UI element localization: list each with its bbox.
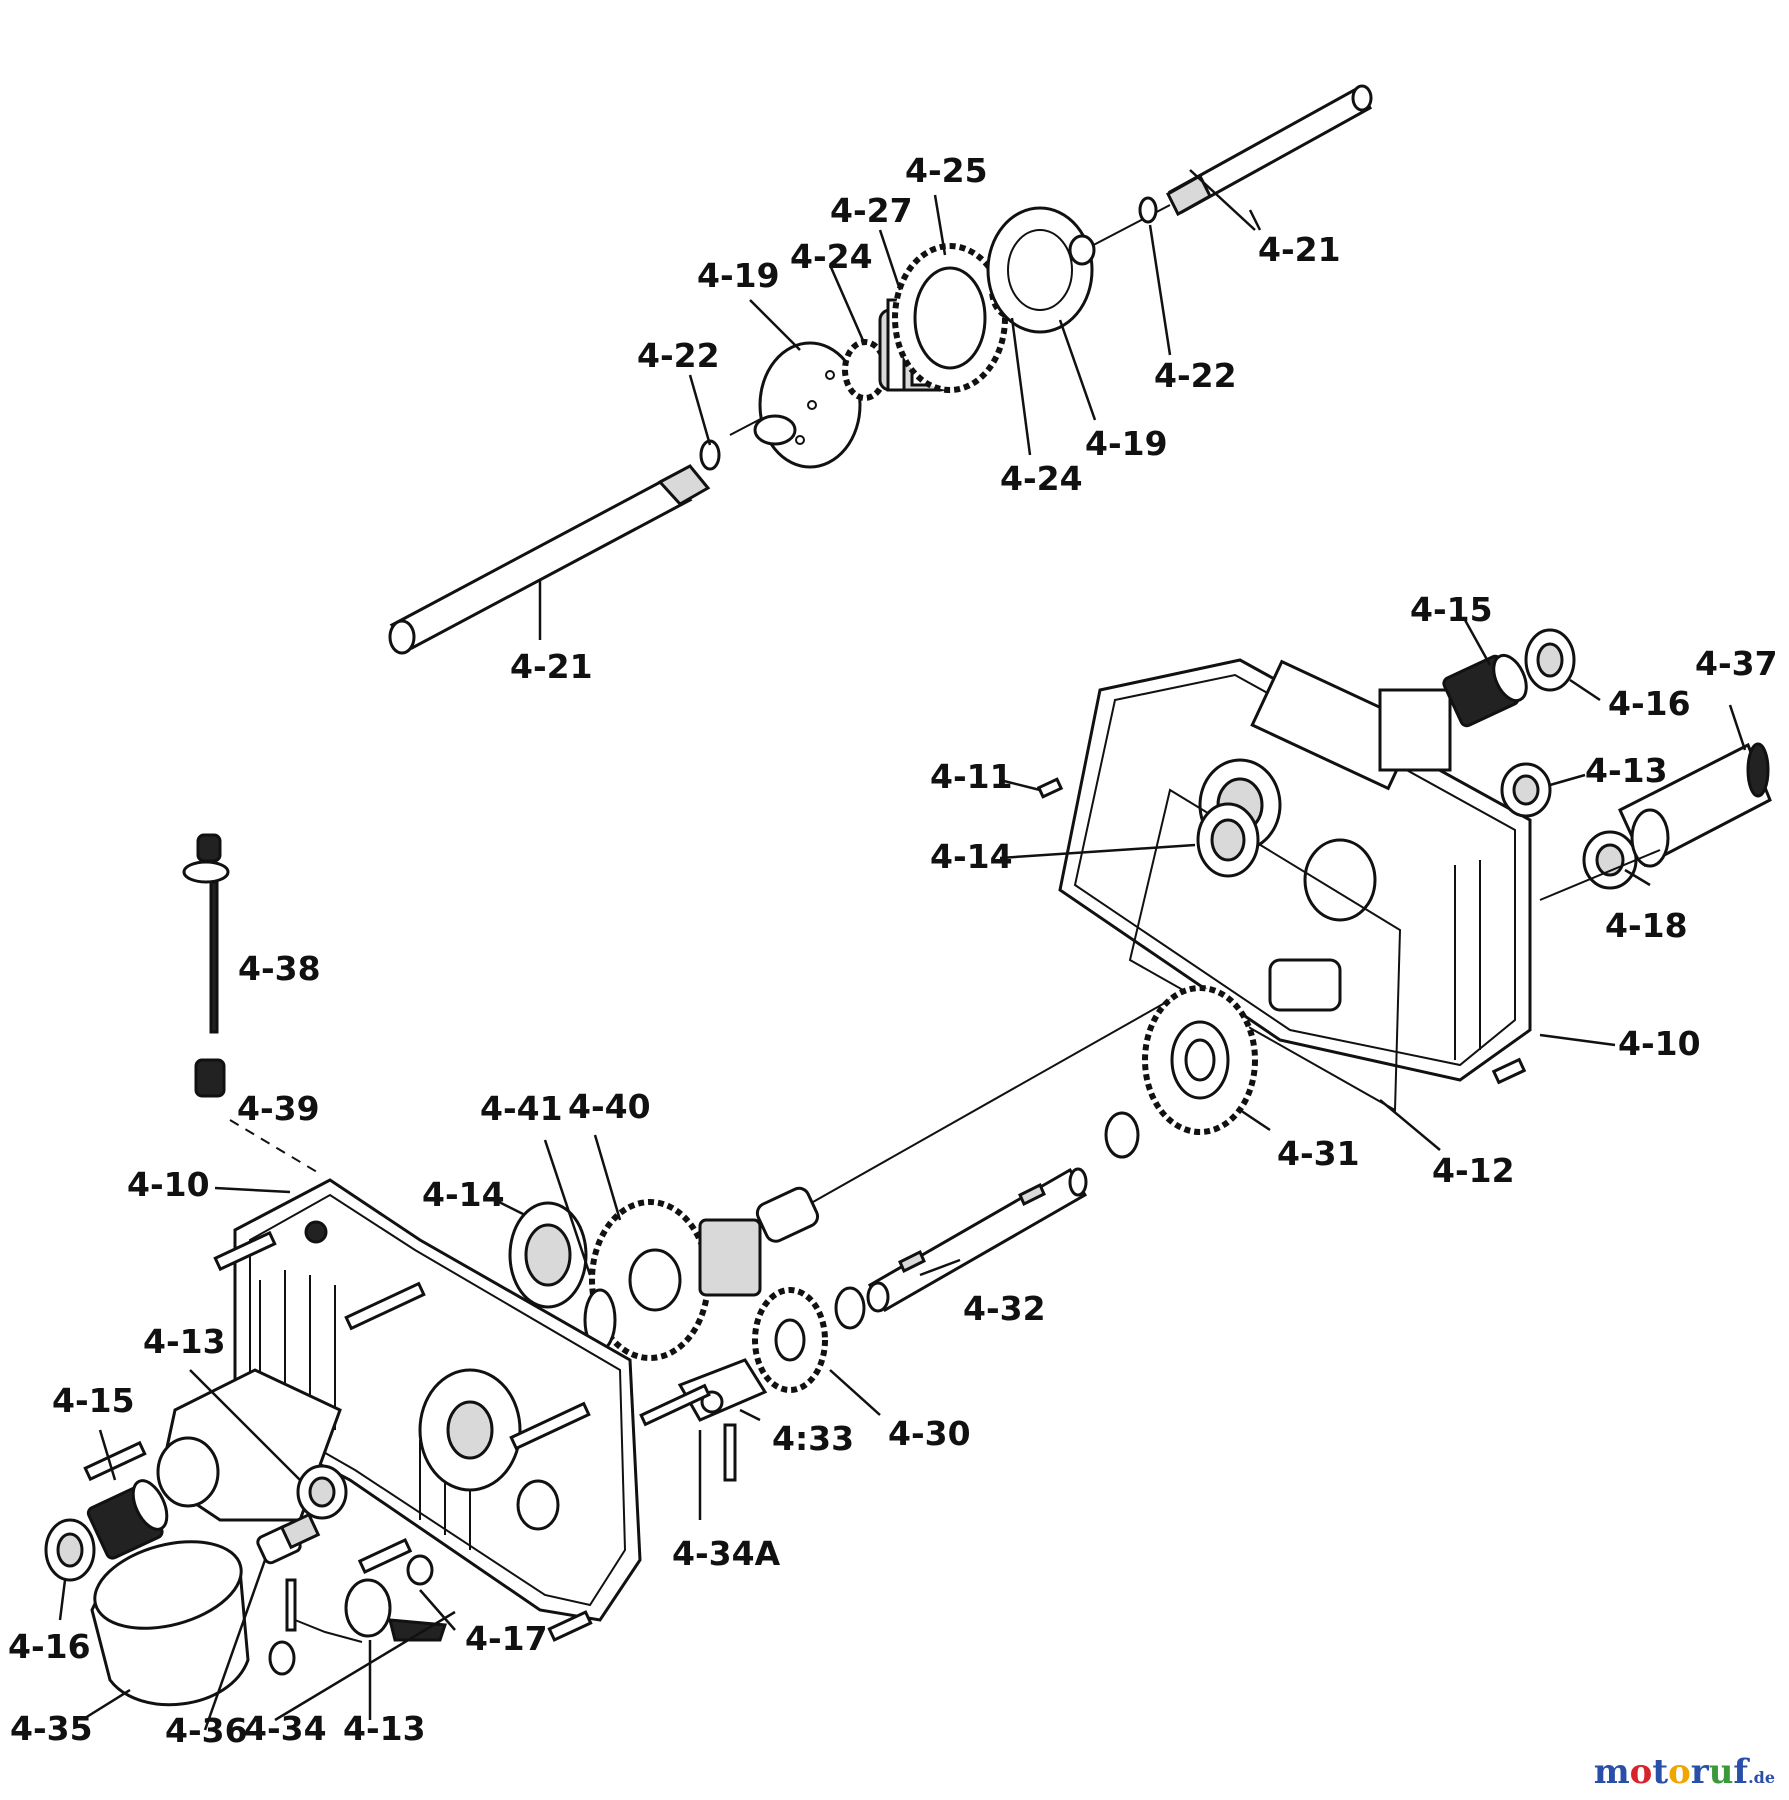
label-4-36: 4-36: [165, 1711, 248, 1750]
label-4-16: 4-16: [8, 1627, 91, 1666]
part-labels: 4-25 4-27 4-24 4-19 4-22 4-21 4-22 4-19 …: [8, 151, 1778, 1750]
case-boss-left: [156, 1368, 342, 1522]
label-4-15: 4-15: [1410, 590, 1493, 629]
dipstick-4-38: [182, 833, 230, 1034]
bearing-4-13-left: [296, 1464, 348, 1520]
case-half-left: [233, 1178, 642, 1622]
seal-right: [1196, 802, 1260, 878]
label-4-22: 4-22: [637, 336, 720, 375]
label-4-21: 4-21: [510, 647, 593, 686]
watermark-suffix: .de: [1748, 1768, 1775, 1787]
label-4-10: 4-10: [1618, 1024, 1701, 1063]
snap-ring-4-30: [834, 1286, 866, 1330]
label-4-19: 4-19: [1085, 424, 1168, 463]
seal-upper-right: [1524, 628, 1576, 692]
bearing-4-18: [1582, 830, 1638, 890]
label-4-24: 4-24: [790, 237, 873, 276]
label-4-41: 4-41: [480, 1089, 563, 1128]
seal-4-14-left: [508, 1201, 588, 1309]
label-4-30: 4-30: [888, 1414, 971, 1453]
label-4-12: 4-12: [1432, 1151, 1515, 1190]
watermark-letter: o: [1629, 1752, 1653, 1792]
bull-gear-4-40: [589, 1186, 820, 1361]
label-4-40: 4-40: [568, 1087, 651, 1126]
label-4-14: 4-14: [930, 837, 1013, 876]
label-4-32: 4-32: [963, 1289, 1046, 1328]
detent-assembly: [268, 1554, 448, 1676]
leader-lines: [58, 169, 1747, 1731]
shift-fork-4-33: [677, 1358, 768, 1482]
label-4-13: 4-13: [1585, 751, 1668, 790]
gear-4-30: [752, 1287, 828, 1393]
snap-ring-right: [1138, 196, 1158, 224]
sleeve-4-37: [1618, 742, 1772, 868]
shift-rod-4-34A: [639, 1383, 711, 1427]
plug-4-39: [194, 1058, 226, 1098]
label-4-24: 4-24: [1000, 459, 1083, 498]
watermark-letter: f: [1733, 1752, 1749, 1792]
bearing-upper-right: [1442, 653, 1528, 728]
label-4-13: 4-13: [143, 1322, 226, 1361]
gear-4-31: [1142, 985, 1258, 1135]
watermark-letter: r: [1690, 1752, 1709, 1792]
label-4-13: 4-13: [343, 1709, 426, 1748]
label-4-14: 4-14: [422, 1175, 505, 1214]
seal-4-16-left: [44, 1518, 96, 1582]
bearing-4-15-left: [86, 1479, 169, 1560]
oil-filter-4-35: [90, 1540, 250, 1707]
label-4-22: 4-22: [1154, 356, 1237, 395]
label-4-37: 4-37: [1695, 644, 1778, 683]
label-4-21: 4-21: [1258, 230, 1341, 269]
diff-housing-right: [986, 206, 1096, 334]
gasket: [1128, 788, 1402, 1112]
label-4-35: 4-35: [10, 1709, 93, 1748]
upper-axle-assembly: [388, 84, 1373, 655]
watermark-letter: m: [1593, 1752, 1630, 1792]
label-4-11: 4-11: [930, 757, 1013, 796]
watermark-letter: u: [1708, 1752, 1734, 1792]
axle-shaft-left: [388, 464, 711, 655]
label-4-33: 4:33: [772, 1419, 854, 1458]
label-4-34: 4-34: [244, 1709, 327, 1748]
snap-ring-left: [699, 439, 721, 471]
label-4-18: 4-18: [1605, 906, 1688, 945]
label-4-17: 4-17: [465, 1619, 548, 1658]
label-4-19: 4-19: [697, 256, 780, 295]
label-4-15: 4-15: [52, 1381, 135, 1420]
axle-shaft-right: [1166, 84, 1373, 217]
dowel-pin: [1036, 777, 1064, 799]
watermark-letter: o: [1668, 1752, 1691, 1792]
fitting-4-36: [256, 1512, 321, 1565]
snap-ring-4-31: [1104, 1111, 1140, 1159]
label-4-27: 4-27: [830, 191, 913, 230]
label-4-38: 4-38: [238, 949, 321, 988]
label-4-10: 4-10: [127, 1165, 210, 1204]
shaft-4-32: [866, 1167, 1088, 1313]
bearing-right: [1500, 762, 1552, 818]
case-half-right: [1058, 658, 1532, 1082]
motoruf-watermark: motoruf.de: [1594, 1752, 1775, 1792]
label-4-16: 4-16: [1608, 684, 1691, 723]
diff-housing-left: [753, 341, 862, 469]
label-4-34A: 4-34A: [672, 1534, 781, 1573]
label-4-25: 4-25: [905, 151, 988, 190]
label-4-39: 4-39: [237, 1089, 320, 1128]
watermark-letter: t: [1652, 1752, 1669, 1792]
label-4-31: 4-31: [1277, 1134, 1360, 1173]
